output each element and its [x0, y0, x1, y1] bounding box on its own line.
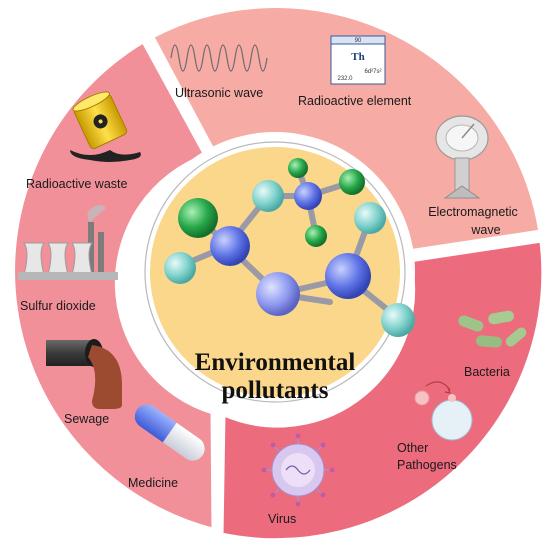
label-electromagnetic-line2: wave [470, 223, 500, 237]
label-medicine: Medicine [128, 476, 178, 490]
bacteria-icon [458, 310, 527, 348]
molecule-illustration [164, 158, 415, 337]
label-virus: Virus [268, 512, 296, 526]
label-radioactive-element: Radioactive element [298, 94, 412, 108]
element-card-icon: 90 Th 6d²7s² 232.0 [330, 35, 386, 85]
label-bacteria: Bacteria [464, 365, 510, 379]
capsule-pill-icon [134, 404, 205, 461]
pathogen-cell-icon [414, 381, 473, 441]
label-other-pathogens-line1: Other [397, 441, 428, 455]
label-sulfur-dioxide: Sulfur dioxide [20, 299, 96, 313]
element-number: 90 [355, 38, 362, 44]
label-electromagnetic-line1: Electromagnetic [428, 205, 518, 219]
center-title-line2: pollutants [222, 377, 329, 404]
virus-icon [261, 433, 335, 507]
factory-icon [18, 205, 118, 280]
label-ultrasonic-wave: Ultrasonic wave [175, 86, 263, 100]
label-radioactive-waste: Radioactive waste [26, 177, 127, 191]
label-sewage: Sewage [64, 412, 109, 426]
center-title-line1: Environmental [195, 349, 356, 376]
sewage-pipe-icon [46, 339, 122, 409]
label-other-pathogens-line2: Pathogens [397, 458, 457, 472]
element-symbol: Th [351, 51, 364, 63]
center-ring-outline [144, 141, 406, 403]
ultrasonic-wave-icon [170, 44, 268, 72]
satellite-dish-icon [435, 115, 489, 199]
element-mass: 232.0 [337, 76, 353, 82]
radioactive-barrel-icon [70, 91, 141, 162]
chemical-sector [10, 37, 217, 534]
element-config: 6d²7s² [364, 69, 381, 75]
